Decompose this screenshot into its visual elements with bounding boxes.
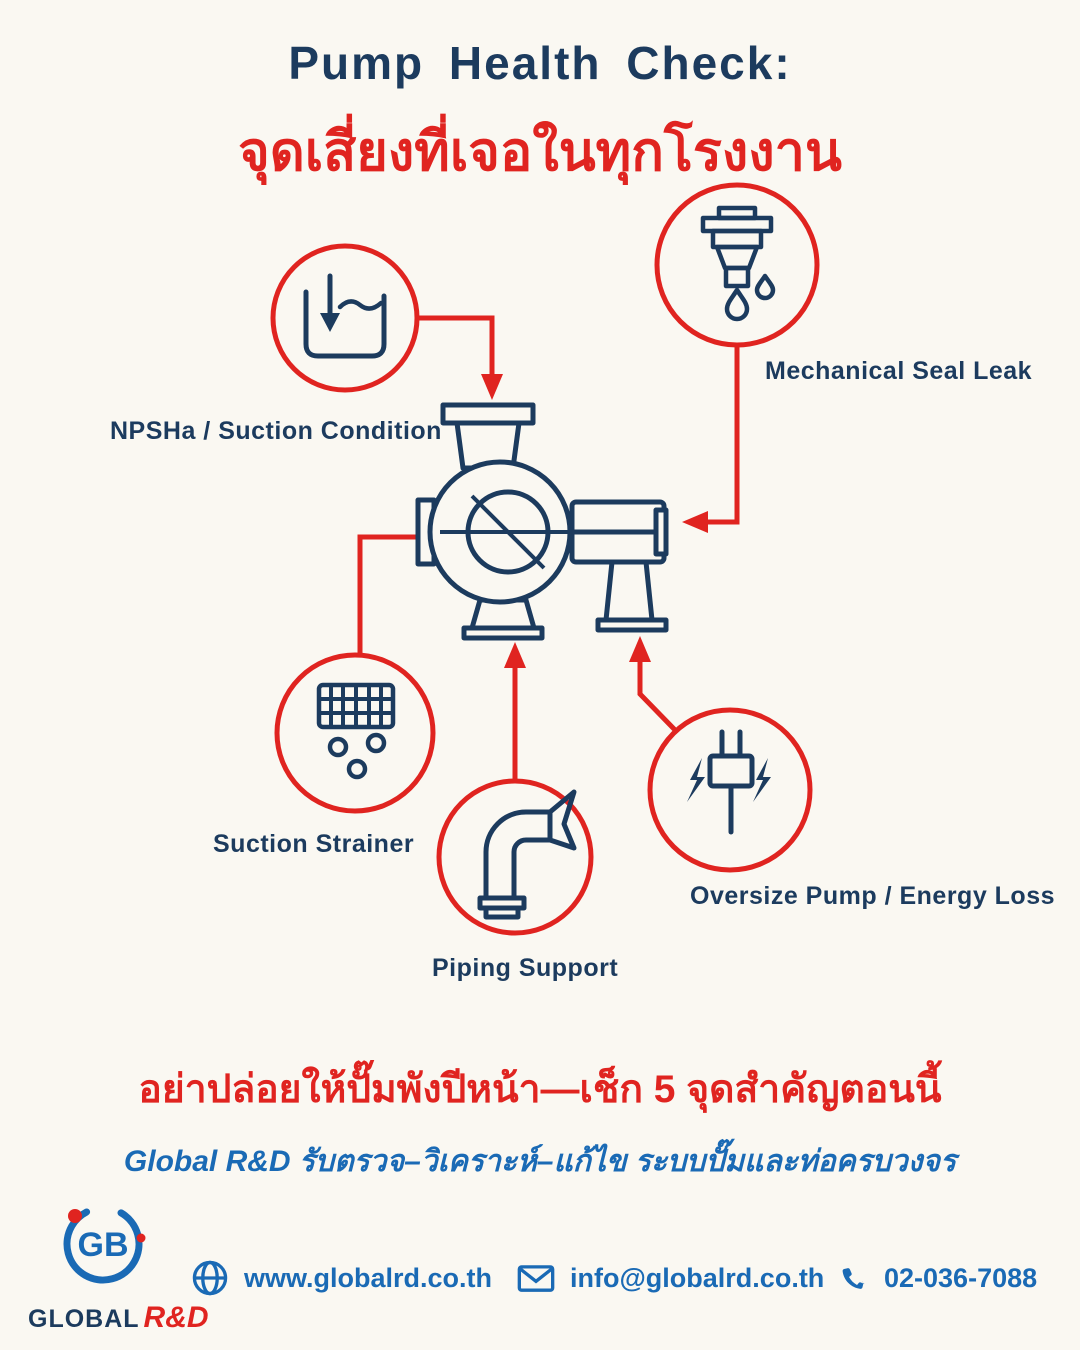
globe-icon bbox=[192, 1260, 228, 1296]
seal-circle bbox=[654, 182, 820, 348]
logo-monogram: GB bbox=[78, 1226, 129, 1264]
logo-mark: GB bbox=[63, 1204, 146, 1284]
website-text: www.globalrd.co.th bbox=[244, 1262, 492, 1293]
npsha-connector bbox=[418, 315, 495, 376]
npsha-arrowhead bbox=[481, 374, 503, 400]
centrifugal-pump-illustration bbox=[415, 402, 669, 641]
phone-icon bbox=[842, 1268, 865, 1289]
logo-name-primary: GLOBAL bbox=[28, 1305, 140, 1333]
pump-motor-endcap bbox=[653, 507, 669, 557]
seal-arrowhead bbox=[682, 511, 708, 533]
phone-text: 02-036-7088 bbox=[884, 1262, 1038, 1293]
page-subtitle-thai: จุดเสี่ยงที่เจอในทุกโรงงาน bbox=[238, 122, 842, 182]
strainer-connector bbox=[357, 534, 420, 653]
suction-tank-icon bbox=[303, 273, 387, 359]
strainer-label: Suction Strainer bbox=[213, 830, 415, 858]
oversize-arrowhead bbox=[629, 636, 651, 662]
title-block: Pump Health Check: จุดเสี่ยงที่เจอในทุกโ… bbox=[0, 36, 1080, 194]
logo-dot-red-small bbox=[136, 1233, 146, 1243]
npsha-label: NPSHa / Suction Condition bbox=[110, 417, 442, 445]
piping-arrowhead bbox=[504, 642, 526, 668]
page-title: Pump Health Check: bbox=[288, 37, 792, 89]
warning-tagline: อย่าปล่อยให้ปั๊มพังปีหน้า—เช็ก 5 จุดสำคั… bbox=[138, 1068, 942, 1111]
seal-leak-label: Mechanical Seal Leak bbox=[765, 357, 1033, 385]
pump-discharge-flange bbox=[440, 402, 536, 426]
email-contact: info@globalrd.co.th bbox=[516, 1258, 824, 1298]
website-contact: www.globalrd.co.th bbox=[190, 1258, 492, 1298]
pump-motor-foot bbox=[603, 559, 655, 623]
energy-plug-icon bbox=[687, 729, 771, 835]
connector-lines bbox=[357, 315, 740, 780]
seal-connector bbox=[706, 346, 740, 525]
piping-support-label: Piping Support bbox=[432, 954, 619, 982]
pump-volute-spoke bbox=[470, 494, 546, 570]
envelope-icon bbox=[517, 1265, 555, 1292]
oversize-connector bbox=[637, 662, 678, 733]
logo-name-secondary: R&D bbox=[143, 1301, 209, 1334]
services-tagline: Global R&D รับตรวจ–วิเคราะห์–แก้ไข ระบบป… bbox=[123, 1145, 957, 1178]
pipe-elbow-icon bbox=[477, 789, 577, 920]
oversize-label: Oversize Pump / Energy Loss bbox=[690, 882, 1056, 910]
phone-contact: 02-036-7088 bbox=[838, 1262, 1037, 1294]
logo-dot-red bbox=[68, 1209, 82, 1223]
email-text: info@globalrd.co.th bbox=[570, 1262, 825, 1293]
strainer-grid-icon bbox=[316, 682, 396, 780]
strainer-circle bbox=[274, 652, 436, 814]
mechanical-seal-drip-icon bbox=[700, 205, 776, 322]
pump-volute-baseplate bbox=[461, 625, 545, 641]
npsha-circle bbox=[270, 243, 420, 393]
pump-motor-baseplate bbox=[595, 617, 669, 633]
pump-diagram bbox=[270, 182, 820, 936]
